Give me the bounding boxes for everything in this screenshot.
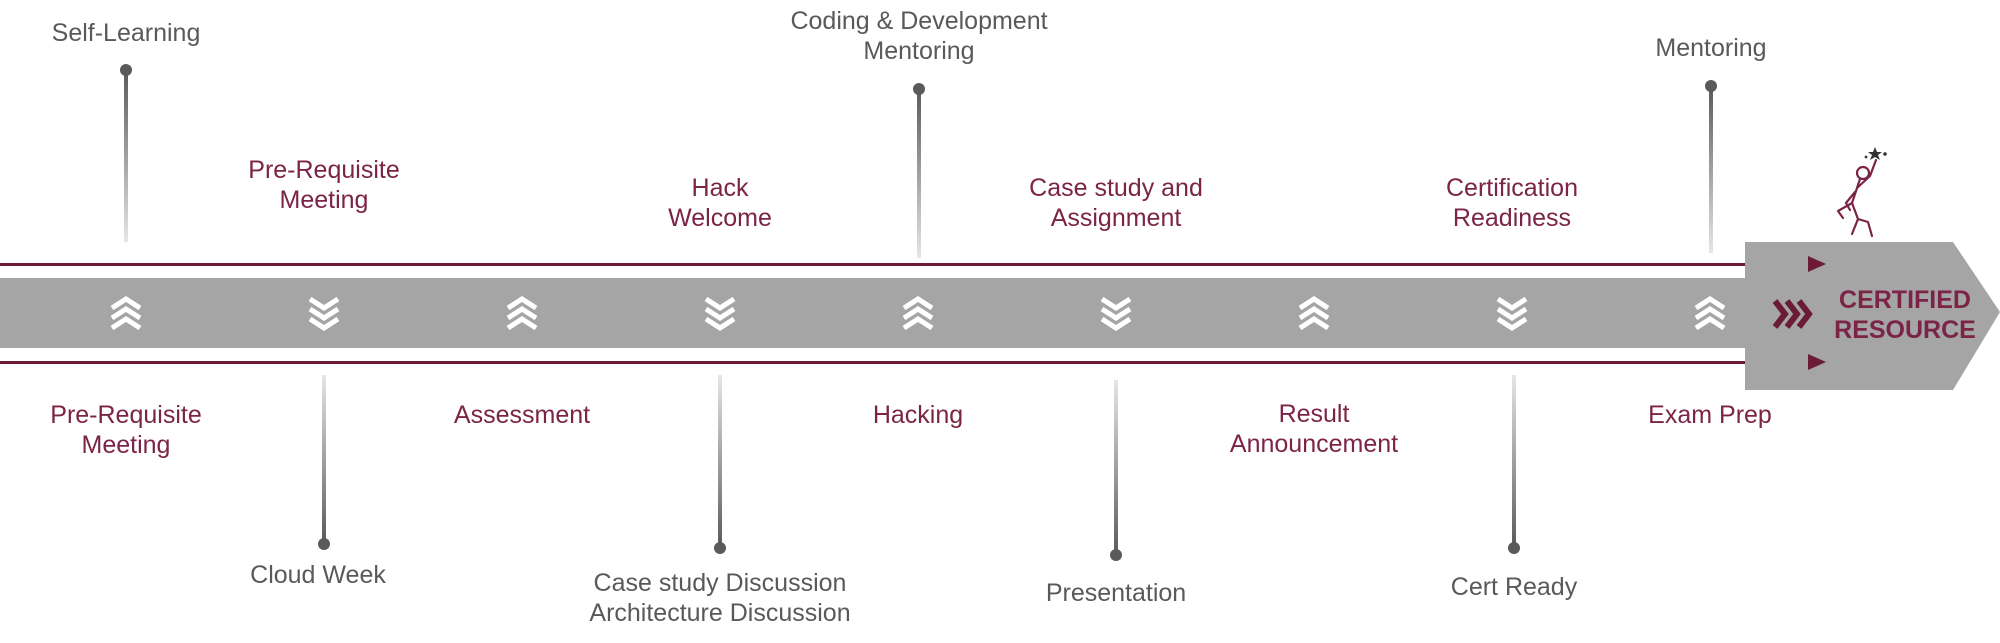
celebrating-person-icon — [1836, 158, 1878, 238]
milestone-bottom-pin — [1110, 549, 1122, 561]
milestone-top-connector — [917, 89, 921, 258]
milestone-top-label: Mentoring — [1655, 34, 1767, 62]
milestone-bottom-pin — [714, 542, 726, 554]
milestone-top-pin — [913, 83, 925, 95]
milestone-bottom-label: Cloud Week — [250, 561, 386, 589]
milestone-bottom-label: Result Announcement — [1229, 400, 1399, 458]
final-arrow-block — [1745, 242, 2000, 390]
double-chevron-down-icon — [1099, 293, 1133, 333]
milestone-bottom-pin — [318, 538, 330, 550]
milestone-bottom-connector — [1512, 375, 1516, 548]
upper-track-arrowhead — [1808, 256, 1826, 272]
milestone-bottom-label: Assessment — [453, 401, 591, 429]
milestone-top-pin — [120, 64, 132, 76]
milestone-bottom-pin — [1508, 542, 1520, 554]
milestone-top-label: Pre-Requisite Meeting — [248, 156, 400, 214]
double-chevron-down-icon — [703, 293, 737, 333]
milestone-bottom-label: Presentation — [1045, 579, 1187, 607]
milestone-bottom-connector — [322, 375, 326, 544]
triple-chevron-right-icon — [1772, 299, 1813, 329]
double-chevron-down-icon — [307, 293, 341, 333]
double-chevron-up-icon — [901, 293, 935, 333]
upper-track-line — [0, 263, 1810, 266]
lower-track-line — [0, 361, 1810, 364]
milestone-top-label: Case study and Assignment — [1029, 174, 1203, 232]
milestone-bottom-connector — [1114, 380, 1118, 555]
milestone-top-connector — [124, 70, 128, 242]
sparkle-stars-icon — [1864, 147, 1887, 160]
milestone-bottom-connector — [718, 375, 722, 548]
double-chevron-up-icon — [1693, 293, 1727, 333]
timeline-band — [0, 278, 1760, 348]
milestone-top-label: Coding & Development Mentoring — [790, 7, 1048, 65]
double-chevron-up-icon — [109, 293, 143, 333]
milestone-bottom-label: Exam Prep — [1648, 401, 1772, 429]
double-chevron-up-icon — [505, 293, 539, 333]
milestone-bottom-label: Hacking — [872, 401, 964, 429]
milestone-top-label: Certification Readiness — [1446, 174, 1578, 232]
double-chevron-up-icon — [1297, 293, 1331, 333]
milestone-bottom-label: Cert Ready — [1450, 573, 1578, 601]
double-chevron-down-icon — [1495, 293, 1529, 333]
milestone-bottom-label: Pre-Requisite Meeting — [50, 401, 202, 459]
certified-resource-label: CERTIFIED RESOURCE — [1834, 286, 1976, 344]
milestone-top-pin — [1705, 80, 1717, 92]
lower-track-arrowhead — [1808, 354, 1826, 370]
milestone-top-label: Hack Welcome — [668, 174, 772, 232]
milestone-top-label: Self-Learning — [51, 19, 201, 47]
milestone-bottom-label: Case study Discussion Architecture Discu… — [589, 569, 851, 627]
milestone-top-connector — [1709, 86, 1713, 253]
